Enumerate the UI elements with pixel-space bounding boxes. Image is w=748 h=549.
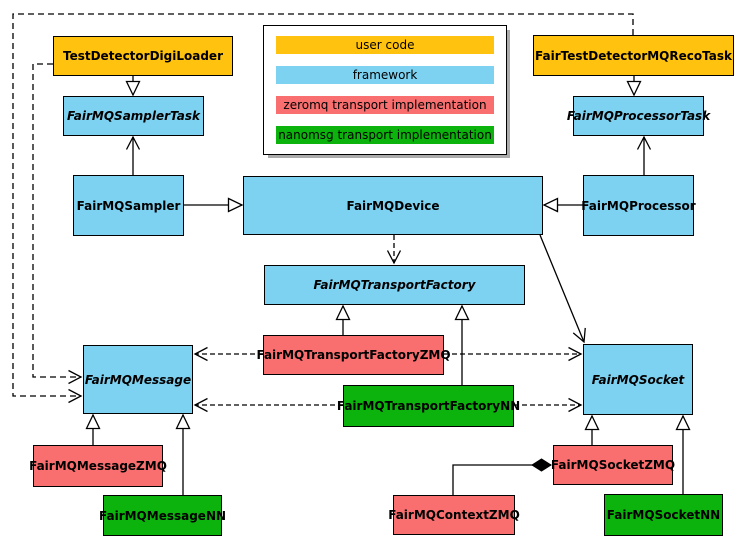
legend: user code framework zeromq transport imp… [263, 25, 507, 155]
node-test-detector-digi-loader: TestDetectorDigiLoader [53, 36, 233, 76]
edge-contextzmq-composes-socketzmq [452, 458, 552, 495]
node-fairmq-socket: FairMQSocket [583, 344, 693, 415]
node-fairmq-transport-factory-nn: FairMQTransportFactoryNN [337, 385, 520, 427]
node-fairmq-transport-factory-zmq: FairMQTransportFactoryZMQ [256, 335, 451, 375]
node-fairmq-context-zmq: FairMQContextZMQ [388, 495, 520, 535]
node-fairmq-message: FairMQMessage [83, 345, 193, 414]
edge-device-uses-socket [539, 234, 586, 344]
node-fairmq-socket-zmq: FairMQSocketZMQ [551, 445, 675, 485]
node-fairmq-transport-factory: FairMQTransportFactory [264, 265, 525, 305]
edge-recotask-depends-message [12, 13, 634, 404]
node-fairmq-sampler-task: FairMQSamplerTask [63, 96, 204, 136]
node-fairmq-device: FairMQDevice [243, 176, 543, 235]
legend-item-user-code: user code [276, 36, 494, 54]
node-fairmq-message-zmq: FairMQMessageZMQ [29, 445, 167, 487]
node-fair-test-detector-mq-reco-task: FairTestDetectorMQRecoTask [533, 35, 734, 76]
legend-item-framework: framework [276, 66, 494, 84]
node-fairmq-processor-task: FairMQProcessorTask [567, 96, 710, 136]
legend-item-nanomsg: nanomsg transport implementation [276, 126, 494, 144]
node-fairmq-message-nn: FairMQMessageNN [99, 495, 226, 536]
legend-item-zeromq: zeromq transport implementation [276, 96, 494, 114]
edge-digiloader-depends-message [32, 63, 83, 385]
node-fairmq-socket-nn: FairMQSocketNN [604, 494, 723, 536]
node-fairmq-sampler: FairMQSampler [73, 175, 184, 236]
node-fairmq-processor: FairMQProcessor [581, 175, 696, 236]
